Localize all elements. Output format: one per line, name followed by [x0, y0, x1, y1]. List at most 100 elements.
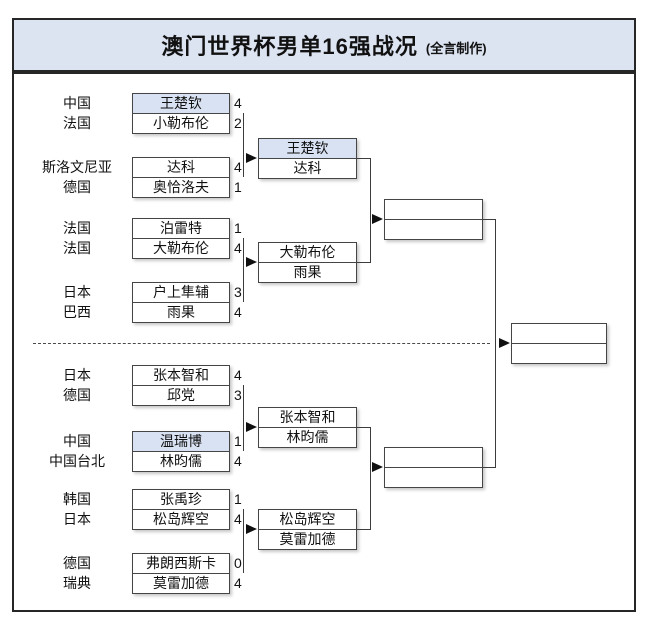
country-label: 中国 [63, 433, 91, 449]
connector-line [357, 158, 370, 159]
arrow-right-icon [372, 462, 383, 472]
r16-match-box: 弗朗西斯卡 莫雷加德 [132, 553, 230, 594]
r16-match-box: 达科 奥恰洛夫 [132, 157, 230, 198]
player-slot [512, 343, 606, 363]
page-title: 澳门世界杯男单16强战况 [161, 34, 418, 59]
player-row: 松岛辉空 [259, 510, 356, 529]
arrow-right-icon [372, 214, 383, 224]
country-label: 法国 [63, 220, 91, 236]
player-row: 奥恰洛夫 [133, 177, 229, 197]
player-row: 户上隼辅 [133, 283, 229, 302]
country-label: 中国台北 [49, 453, 105, 469]
player-row: 松岛辉空 [133, 509, 229, 529]
sf-match-box [384, 447, 483, 488]
score-label: 3 [234, 387, 242, 403]
player-row: 张本智和 [259, 408, 356, 427]
score-label: 1 [234, 179, 242, 195]
arrow-right-icon [246, 257, 257, 267]
connector-line [243, 385, 244, 451]
score-label: 4 [234, 453, 242, 469]
r16-match-box: 王楚钦 小勒布伦 [132, 93, 230, 134]
player-row: 达科 [259, 158, 356, 178]
score-label: 1 [234, 491, 242, 507]
connector-line [370, 427, 371, 530]
title-credit: (全言制作) [425, 41, 487, 56]
player-row: 大勒布伦 [259, 243, 356, 262]
title-bar: 澳门世界杯男单16强战况 (全言制作) [12, 18, 636, 72]
player-row: 林昀儒 [133, 451, 229, 471]
player-row: 林昀儒 [259, 427, 356, 447]
score-label: 4 [234, 304, 242, 320]
player-row: 王楚钦 [259, 139, 356, 158]
country-label: 德国 [63, 555, 91, 571]
country-label: 法国 [63, 115, 91, 131]
r16-match-box: 泊雷特 大勒布伦 [132, 218, 230, 259]
player-slot [512, 324, 606, 343]
connector-line [483, 219, 495, 220]
country-label: 日本 [63, 511, 91, 527]
connector-line [243, 113, 244, 177]
country-label: 韩国 [63, 491, 91, 507]
connector-line [357, 427, 370, 428]
score-label: 4 [234, 511, 242, 527]
qf-match-box: 松岛辉空 莫雷加德 [258, 509, 357, 550]
player-row: 达科 [133, 158, 229, 177]
player-slot [385, 200, 482, 219]
score-label: 4 [234, 240, 242, 256]
player-row: 邱党 [133, 385, 229, 405]
score-label: 4 [234, 575, 242, 591]
qf-match-box: 大勒布伦 雨果 [258, 242, 357, 283]
country-label: 斯洛文尼亚 [42, 159, 112, 175]
final-match-box [511, 323, 607, 364]
player-row: 小勒布伦 [133, 113, 229, 133]
country-label: 巴西 [63, 304, 91, 320]
connector-line [357, 529, 370, 530]
player-row: 弗朗西斯卡 [133, 554, 229, 573]
score-label: 2 [234, 115, 242, 131]
score-label: 1 [234, 433, 242, 449]
player-row: 雨果 [133, 302, 229, 322]
country-label: 瑞典 [63, 575, 91, 591]
player-slot [385, 467, 482, 487]
player-slot [385, 219, 482, 239]
player-row: 张禹珍 [133, 490, 229, 509]
score-label: 4 [234, 95, 242, 111]
score-label: 1 [234, 220, 242, 236]
player-row: 泊雷特 [133, 219, 229, 238]
connector-line [243, 238, 244, 302]
arrow-right-icon [246, 153, 257, 163]
player-slot [385, 448, 482, 467]
qf-match-box: 张本智和 林昀儒 [258, 407, 357, 448]
arrow-right-icon [246, 422, 257, 432]
player-row: 大勒布伦 [133, 238, 229, 258]
connector-line [495, 219, 496, 468]
country-label: 德国 [63, 179, 91, 195]
country-label: 日本 [63, 284, 91, 300]
qf-match-box: 王楚钦 达科 [258, 138, 357, 179]
connector-line [483, 467, 495, 468]
country-label: 法国 [63, 240, 91, 256]
player-row: 温瑞博 [133, 432, 229, 451]
r16-match-box: 张本智和 邱党 [132, 365, 230, 406]
bracket-half-divider [33, 343, 490, 344]
r16-match-box: 张禹珍 松岛辉空 [132, 489, 230, 530]
country-label: 中国 [63, 95, 91, 111]
score-label: 3 [234, 284, 242, 300]
player-row: 莫雷加德 [133, 573, 229, 593]
player-row: 王楚钦 [133, 94, 229, 113]
player-row: 莫雷加德 [259, 529, 356, 549]
arrow-right-icon [246, 524, 257, 534]
arrow-right-icon [499, 338, 510, 348]
player-row: 雨果 [259, 262, 356, 282]
connector-line [357, 262, 370, 263]
sf-match-box [384, 199, 483, 240]
r16-match-box: 温瑞博 林昀儒 [132, 431, 230, 472]
score-label: 4 [234, 159, 242, 175]
score-label: 4 [234, 367, 242, 383]
connector-line [243, 509, 244, 573]
player-row: 张本智和 [133, 366, 229, 385]
r16-match-box: 户上隼辅 雨果 [132, 282, 230, 323]
country-label: 德国 [63, 387, 91, 403]
connector-line [370, 158, 371, 263]
